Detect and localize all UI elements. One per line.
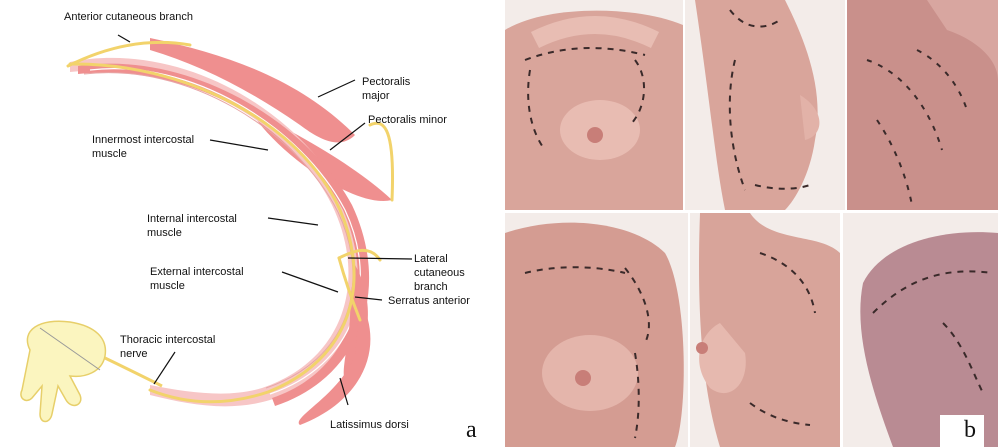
photo-posterior-back-view (847, 0, 998, 210)
panel-letter-a: a (466, 418, 477, 442)
label-serratus-anterior: Serratus anterior (388, 294, 470, 308)
intercostal-anatomy-diagram (0, 0, 500, 447)
label-pectoralis-major: Pectoralis major (362, 75, 410, 103)
label-anterior-cutaneous-branch: Anterior cutaneous branch (64, 10, 193, 24)
label-innermost-intercostal-muscle: Innermost intercostal muscle (92, 133, 194, 161)
panel-b-photographs: b (505, 0, 998, 447)
label-internal-intercostal-muscle: Internal intercostal muscle (147, 212, 237, 240)
photo-posterior-shoulder-view (843, 213, 998, 447)
pectoralis-major-muscle (150, 38, 355, 142)
photo-lateral-breast-view (690, 213, 840, 447)
label-lateral-cutaneous-branch: Lateral cutaneous branch (414, 252, 500, 294)
label-pectoralis-minor: Pectoralis minor (368, 113, 447, 127)
panel-a-diagram: Anterior cutaneous branch Pectoralis maj… (0, 0, 500, 447)
label-latissimus-dorsi: Latissimus dorsi (330, 418, 409, 432)
label-external-intercostal-muscle: External intercostal muscle (150, 265, 244, 293)
photo-lateral-view (685, 0, 845, 210)
letter-background (940, 415, 984, 447)
label-thoracic-intercostal-nerve: Thoracic intercostal nerve (120, 333, 215, 361)
photo-frontal-chest-view (505, 0, 683, 210)
photo-oblique-chest-view (505, 213, 688, 447)
panel-letter-b: b (964, 418, 976, 442)
